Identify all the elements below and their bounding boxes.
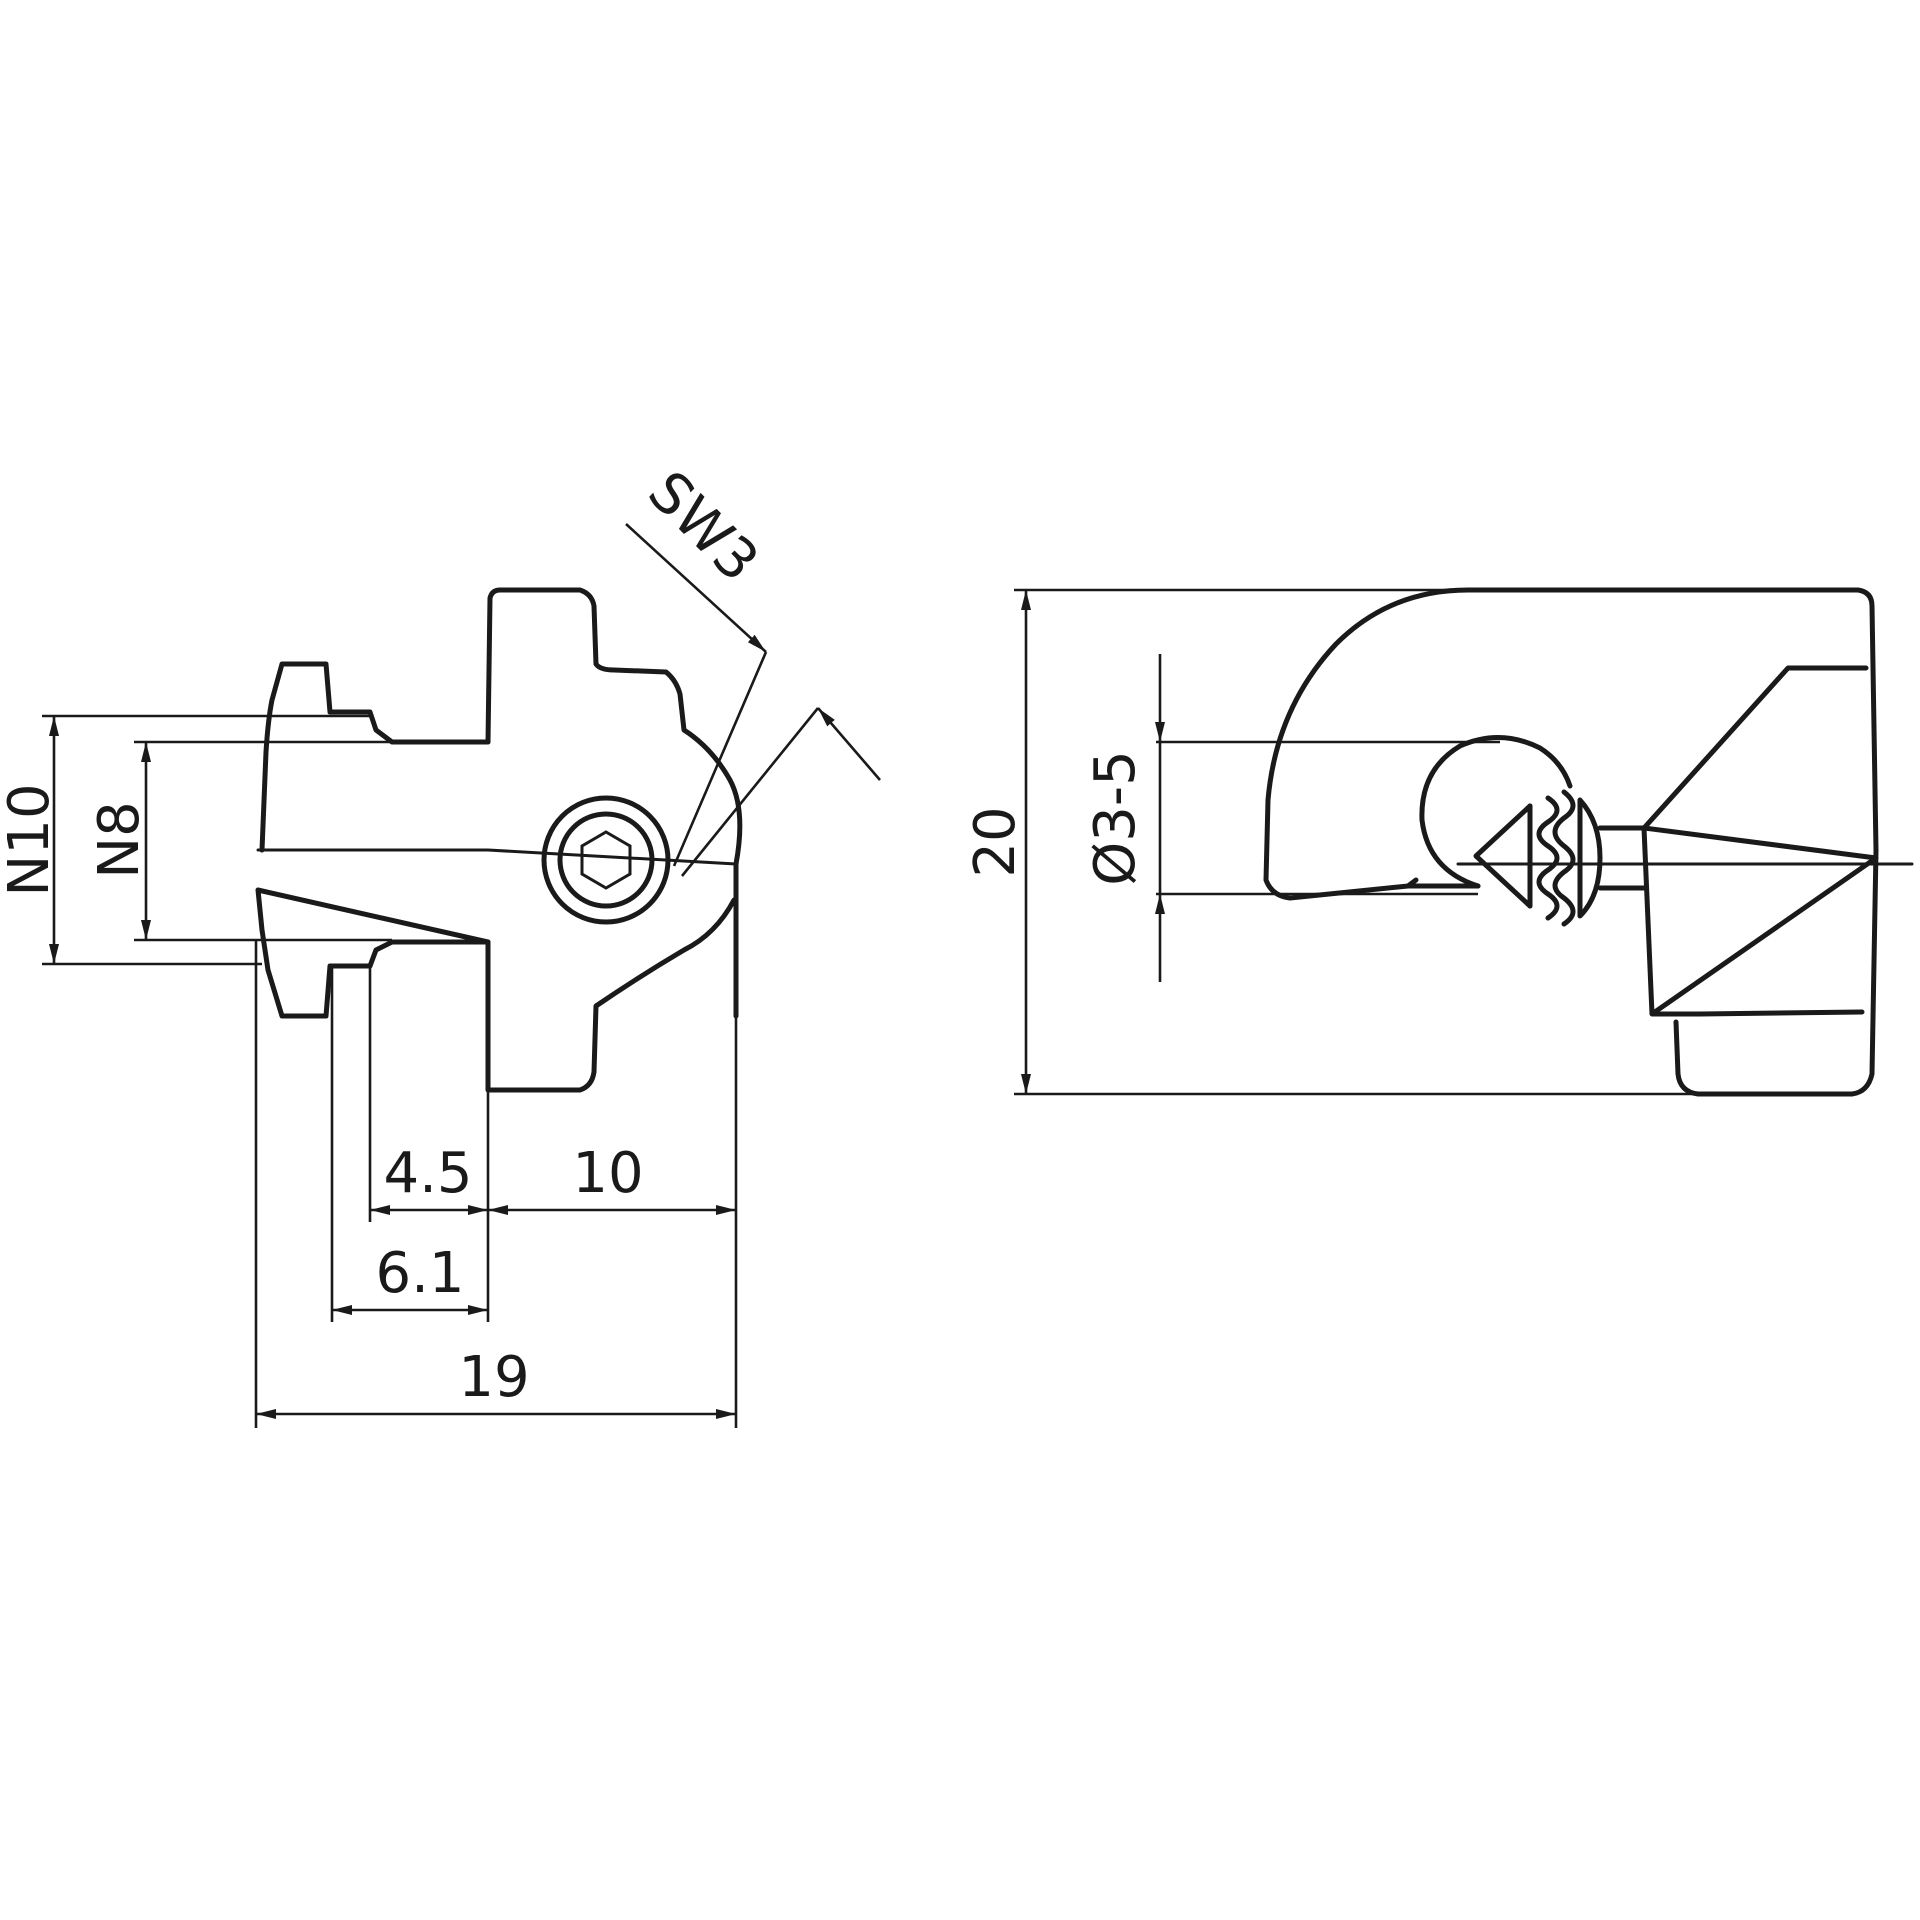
center-seam bbox=[256, 848, 738, 866]
front-lug-outline bbox=[255, 661, 491, 1019]
label-n10: N10 bbox=[0, 783, 62, 896]
hook-outline bbox=[1263, 587, 1879, 1097]
front-view bbox=[1263, 587, 1914, 1097]
dim-n10: N10 bbox=[0, 714, 370, 966]
label-diameter: Ø3-5 bbox=[1083, 750, 1148, 886]
pivot-boss-outline bbox=[1419, 735, 1573, 889]
label-n8: N8 bbox=[87, 801, 152, 879]
label-sw3: SW3 bbox=[635, 459, 770, 594]
screw-head-outer bbox=[541, 795, 671, 925]
screw-cone-tip bbox=[1473, 803, 1533, 909]
dim-19: 19 bbox=[254, 940, 736, 1428]
screw-shank bbox=[1597, 825, 1647, 891]
screw-threads bbox=[1527, 789, 1603, 927]
dim-diameter: Ø3-5 bbox=[1083, 654, 1500, 982]
side-view bbox=[255, 587, 743, 1093]
dim-n8: N8 bbox=[87, 740, 392, 942]
main-body-outline bbox=[485, 587, 743, 1093]
hex-socket-icon bbox=[580, 830, 632, 890]
wedge-block-outline bbox=[1641, 665, 1879, 1017]
label-19: 19 bbox=[458, 1345, 529, 1410]
dim-6-1: 6.1 bbox=[330, 966, 488, 1322]
label-10: 10 bbox=[572, 1141, 643, 1206]
dim-4-5-and-10: 4.5 10 bbox=[368, 966, 738, 1428]
threaded-screw bbox=[1473, 789, 1647, 927]
label-20: 20 bbox=[963, 806, 1028, 877]
label-6-1: 6.1 bbox=[375, 1241, 464, 1306]
screw-head-inner bbox=[557, 811, 655, 909]
dim-20: 20 bbox=[963, 588, 1698, 1096]
label-4-5: 4.5 bbox=[383, 1141, 472, 1206]
dim-sw3: SW3 bbox=[625, 459, 881, 877]
